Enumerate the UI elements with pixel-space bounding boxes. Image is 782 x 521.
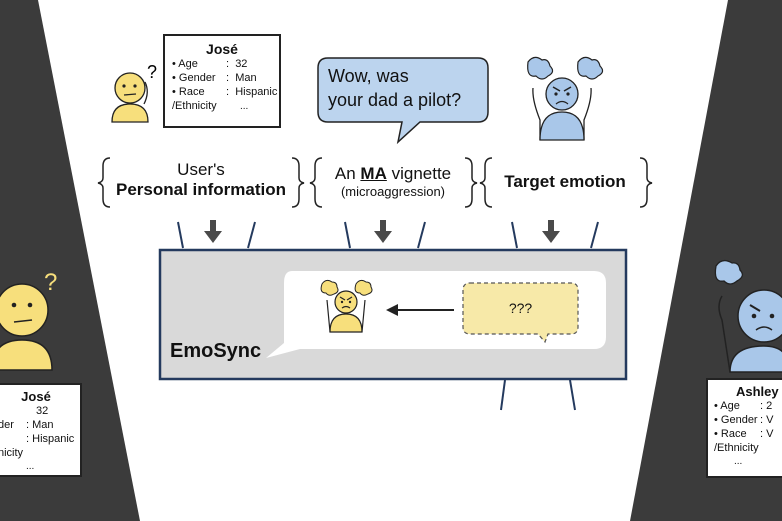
info-row: : Hispanic bbox=[0, 432, 74, 446]
info-label: ... bbox=[26, 461, 35, 472]
personal-line-1: User's bbox=[177, 160, 225, 179]
info-value: V bbox=[766, 428, 774, 440]
model-name: EmoSync bbox=[170, 340, 262, 362]
arrow-down-icon bbox=[204, 220, 222, 243]
angry-person-icon bbox=[320, 279, 373, 333]
info-row: ... bbox=[0, 460, 74, 474]
brace-right-personal bbox=[291, 157, 305, 208]
user-name: Ashley bbox=[736, 384, 779, 399]
brace-right-emotion bbox=[639, 157, 653, 208]
info-row: • Gender: V bbox=[714, 413, 782, 427]
info-value: Man bbox=[235, 72, 257, 84]
vignette-subtitle: (microaggression) bbox=[340, 184, 446, 199]
info-label: • Race bbox=[714, 428, 747, 440]
vignette-line-2: your dad a pilot? bbox=[328, 90, 462, 110]
info-value: Hispanic bbox=[32, 433, 75, 445]
info-sep: : bbox=[226, 86, 230, 98]
info-label: • Gender bbox=[714, 414, 758, 426]
info-row: 32 bbox=[0, 404, 74, 418]
info-value: 32 bbox=[36, 405, 49, 417]
info-value: ... bbox=[240, 101, 249, 112]
info-value: Hispanic bbox=[235, 86, 278, 98]
vignette-prefix: An bbox=[334, 164, 361, 183]
vignette-title: An MA vignette bbox=[318, 164, 468, 184]
vignette-speech-bubble bbox=[317, 57, 489, 145]
angry-person-icon bbox=[714, 259, 782, 373]
info-sep: : bbox=[26, 419, 30, 431]
info-row: ... bbox=[714, 455, 782, 469]
question-mark-icon: ? bbox=[44, 269, 57, 296]
arrow-down-icon bbox=[542, 220, 560, 243]
info-label: der bbox=[0, 419, 14, 431]
info-row: • Age: 2 bbox=[714, 399, 782, 413]
info-sep: : bbox=[760, 414, 764, 426]
output-placeholder-text: ??? bbox=[508, 300, 533, 316]
placeholder-bubble bbox=[462, 282, 579, 344]
info-value: V bbox=[766, 414, 774, 426]
info-row: • Race: V bbox=[714, 427, 782, 441]
angry-person-icon bbox=[527, 56, 604, 141]
right-user-card: Ashley • Age: 2 • Gender: V • Race: V /E… bbox=[706, 378, 782, 478]
info-value: 32 bbox=[235, 58, 248, 70]
info-sep: : bbox=[760, 400, 764, 412]
info-label: ... bbox=[734, 456, 743, 467]
info-row: nicity bbox=[0, 446, 74, 460]
vignette-text: Wow, was your dad a pilot? bbox=[322, 64, 490, 112]
arrow-down-icon bbox=[374, 220, 392, 243]
info-sep: : bbox=[226, 72, 230, 84]
info-sep: : bbox=[226, 58, 230, 70]
confused-person-icon: ? bbox=[111, 62, 157, 123]
info-label: • Gender bbox=[172, 72, 216, 84]
vignette-line-1: Wow, was bbox=[328, 66, 409, 86]
brace-right-vignette bbox=[464, 157, 478, 208]
info-sep: : bbox=[760, 428, 764, 440]
brace-left-emotion bbox=[479, 157, 493, 208]
info-label: /Ethnicity bbox=[714, 442, 759, 454]
down-arrows bbox=[204, 220, 560, 243]
confused-person-icon: ? bbox=[0, 269, 57, 371]
input-funnel-lines bbox=[177, 221, 599, 411]
user-name: José bbox=[206, 41, 238, 57]
info-label: nicity bbox=[0, 447, 24, 459]
user-info-card: José • Age: 32 • Gender: Man • Race: His… bbox=[163, 34, 281, 128]
info-label: • Race bbox=[172, 86, 205, 98]
info-value: 2 bbox=[766, 400, 773, 412]
info-row: der: Man bbox=[0, 418, 74, 432]
vignette-suffix: vignette bbox=[386, 164, 452, 183]
info-row-ethnicity: /Ethnicity... bbox=[172, 99, 272, 114]
info-value: Man bbox=[32, 419, 54, 431]
info-label: • Age bbox=[714, 400, 740, 412]
info-row-gender: • Gender: Man bbox=[172, 71, 272, 85]
vignette-label: An MA vignette (microaggression) bbox=[318, 164, 468, 199]
ma-acronym: MA bbox=[360, 164, 387, 183]
info-label: • Age bbox=[172, 58, 198, 70]
question-mark-icon: ? bbox=[147, 62, 157, 82]
brace-left-vignette bbox=[309, 157, 323, 208]
arrow-left-icon bbox=[386, 304, 454, 316]
personal-info-label: User's Personal information bbox=[108, 160, 294, 200]
info-row: /Ethnicity bbox=[714, 441, 782, 455]
user-name: José bbox=[21, 389, 51, 404]
target-emotion-label: Target emotion bbox=[504, 172, 626, 191]
info-row-race: • Race: Hispanic bbox=[172, 85, 277, 99]
info-sep: : bbox=[26, 433, 30, 445]
personal-line-2: Personal information bbox=[115, 180, 287, 199]
info-row-age: • Age: 32 bbox=[172, 57, 272, 71]
left-user-card: José 32 der: Man : Hispanic nicity ... bbox=[0, 383, 82, 477]
brace-left-personal bbox=[97, 157, 111, 208]
info-label: /Ethnicity bbox=[172, 100, 217, 112]
